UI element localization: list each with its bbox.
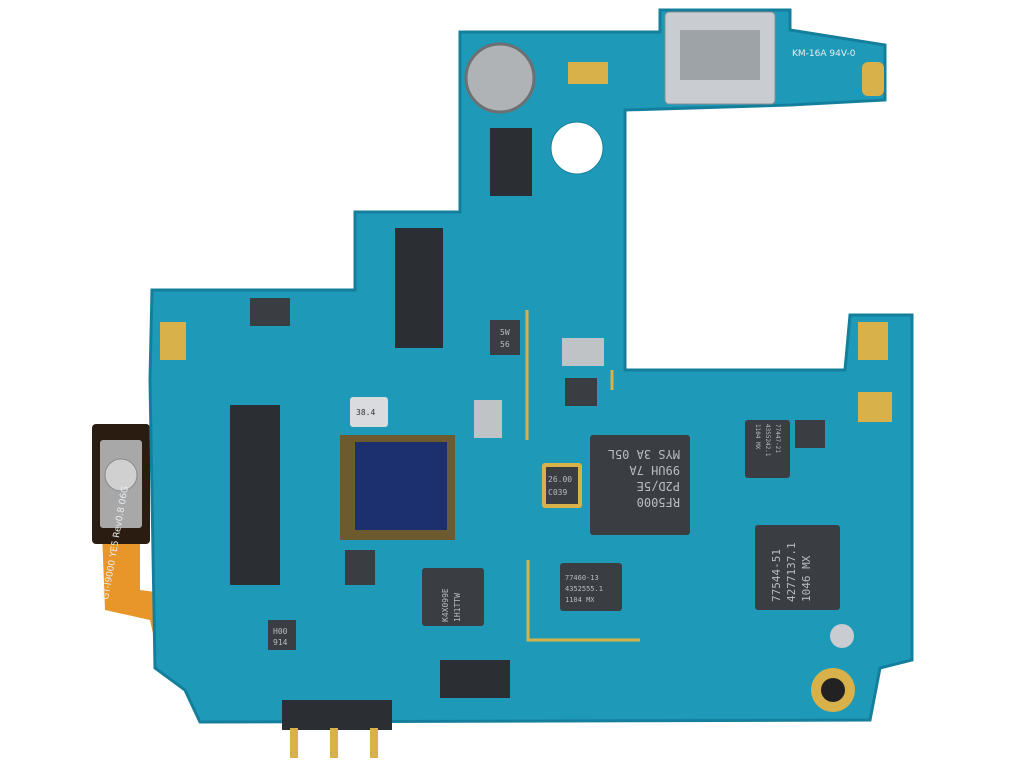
- chip-marking: 4355242.1: [764, 424, 771, 457]
- board: [148, 8, 914, 724]
- ic-chip: [250, 298, 290, 326]
- chip-marking: MYS 3A 05L: [608, 447, 680, 461]
- rf-transceiver-chip: RF5000 P2D/5E 99UH 7A MYS 3A 05L: [590, 435, 690, 535]
- chip-marking: 38.4: [356, 408, 375, 417]
- mounting-hole: [550, 121, 604, 175]
- usb-connector: [664, 11, 776, 105]
- top-right-silkscreen: KM-16A 94V-0: [792, 49, 856, 59]
- chip-marking: RF5000: [637, 495, 680, 509]
- chip-marking: K4X099E: [441, 588, 450, 622]
- power-amplifier-chip: 77544-51 4277137.1 1046 MX: [755, 525, 840, 610]
- chip-marking: 77544-51: [770, 549, 783, 602]
- chip-marking: 77447-21: [774, 424, 781, 453]
- board-connector: [395, 228, 443, 348]
- inductor: [568, 62, 608, 84]
- chip-marking: 77460-13: [565, 574, 599, 582]
- ic-chip: [565, 378, 597, 406]
- trace: [525, 310, 640, 642]
- battery-connector: [282, 700, 392, 758]
- board-connector: [490, 128, 532, 196]
- chip-marking: 26.00: [548, 475, 572, 484]
- coin-component: [464, 42, 536, 114]
- small-ic: H00 914: [268, 620, 296, 650]
- ic-chip: [795, 420, 825, 448]
- chip-marking: C039: [548, 488, 567, 497]
- chip-marking: 1104 MX: [754, 424, 761, 450]
- chip-marking: H00: [273, 627, 288, 636]
- board-connector: [440, 660, 510, 698]
- chip-marking: 4352555.1: [565, 585, 603, 593]
- ic-chip: [345, 550, 375, 585]
- inductor: [474, 400, 502, 438]
- small-crystal: 38.4: [350, 397, 388, 427]
- inductor: [562, 338, 604, 366]
- gold-pad: [862, 62, 884, 96]
- power-amplifier-chip: 77460-13 4352555.1 1104 MX: [560, 563, 622, 611]
- gold-pad: [858, 322, 888, 360]
- gold-pad: [160, 322, 186, 360]
- baseband-chip: [355, 442, 447, 530]
- small-ic: 5W 56: [490, 320, 520, 355]
- crystal-oscillator: 26.00 C039: [542, 463, 582, 508]
- chip-marking: 5W: [500, 328, 510, 337]
- coax-connector: [830, 624, 854, 648]
- chip-marking: 1104 MX: [565, 596, 595, 604]
- power-amplifier-chip: 77447-21 4355242.1 1104 MX: [745, 420, 790, 478]
- memory-chip: K4X099E 1H1TTW: [422, 568, 484, 626]
- chip-marking: 1H1TTW: [453, 593, 462, 622]
- gold-pad: [858, 392, 892, 422]
- chip-marking: 914: [273, 638, 288, 647]
- chip-marking: P2D/5E: [637, 479, 680, 493]
- chip-marking: 99UH 7A: [629, 463, 680, 477]
- chip-marking: 4277137.1: [785, 542, 798, 602]
- chip-marking: 56: [500, 340, 510, 349]
- board-connector: [230, 405, 280, 585]
- chip-marking: 1046 MX: [800, 555, 813, 602]
